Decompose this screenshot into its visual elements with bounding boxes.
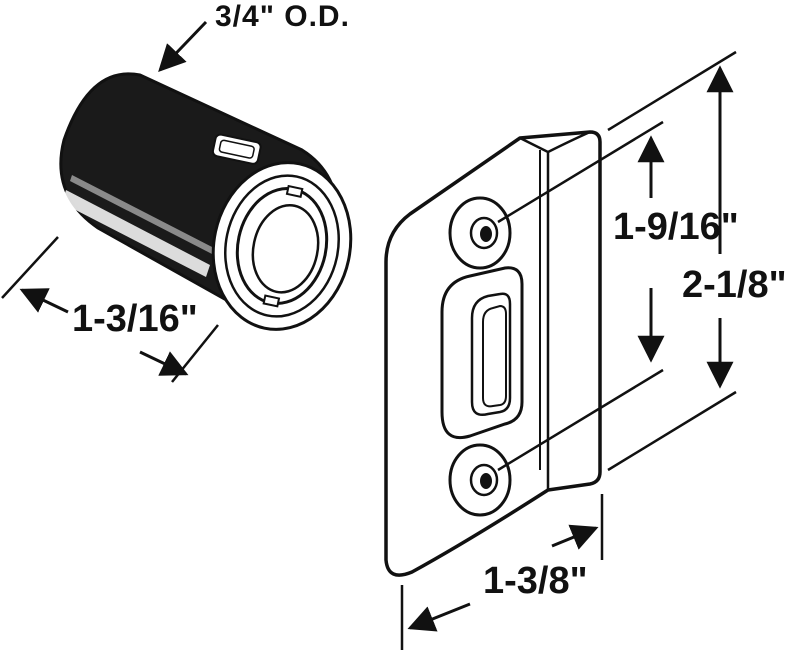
housing-highlight <box>62 190 210 277</box>
housing-length-label: 1-3/16" <box>72 298 198 340</box>
plate-inner-edge <box>519 136 550 490</box>
hole-spacing-dimension <box>497 120 665 472</box>
housing-arrow-left <box>19 288 69 314</box>
housing-arrow-right <box>139 350 189 376</box>
housing-length-dimension <box>1 236 219 383</box>
housing-extension-left <box>1 236 59 299</box>
bottom-screw-hole <box>448 443 512 517</box>
strike-plate <box>384 130 602 577</box>
hole-spacing-label: 1-9/16" <box>613 206 739 248</box>
roller-catch-housing <box>59 72 353 331</box>
od-leader-line <box>158 20 208 72</box>
width-arrow-left <box>407 602 471 632</box>
plate-width-label: 1-3/8" <box>483 560 588 602</box>
hole-extension-top <box>497 120 664 224</box>
plate-back-edge <box>547 130 591 154</box>
width-arrow-right <box>551 524 599 550</box>
height-extension-bottom <box>607 390 737 472</box>
housing-highlight-2 <box>70 175 214 254</box>
housing-front-face <box>211 161 353 331</box>
plate-height-label: 2-1/8" <box>682 264 787 306</box>
top-screw-hole <box>448 196 512 270</box>
outer-diameter-label: 3/4" O.D. <box>215 0 350 33</box>
hole-extension-bottom <box>497 368 664 472</box>
plate-height-dimension <box>607 50 737 472</box>
latch-recess <box>440 266 524 439</box>
height-extension-top <box>607 50 737 132</box>
plate-width-dimension <box>400 494 604 650</box>
top-slot <box>211 133 262 165</box>
